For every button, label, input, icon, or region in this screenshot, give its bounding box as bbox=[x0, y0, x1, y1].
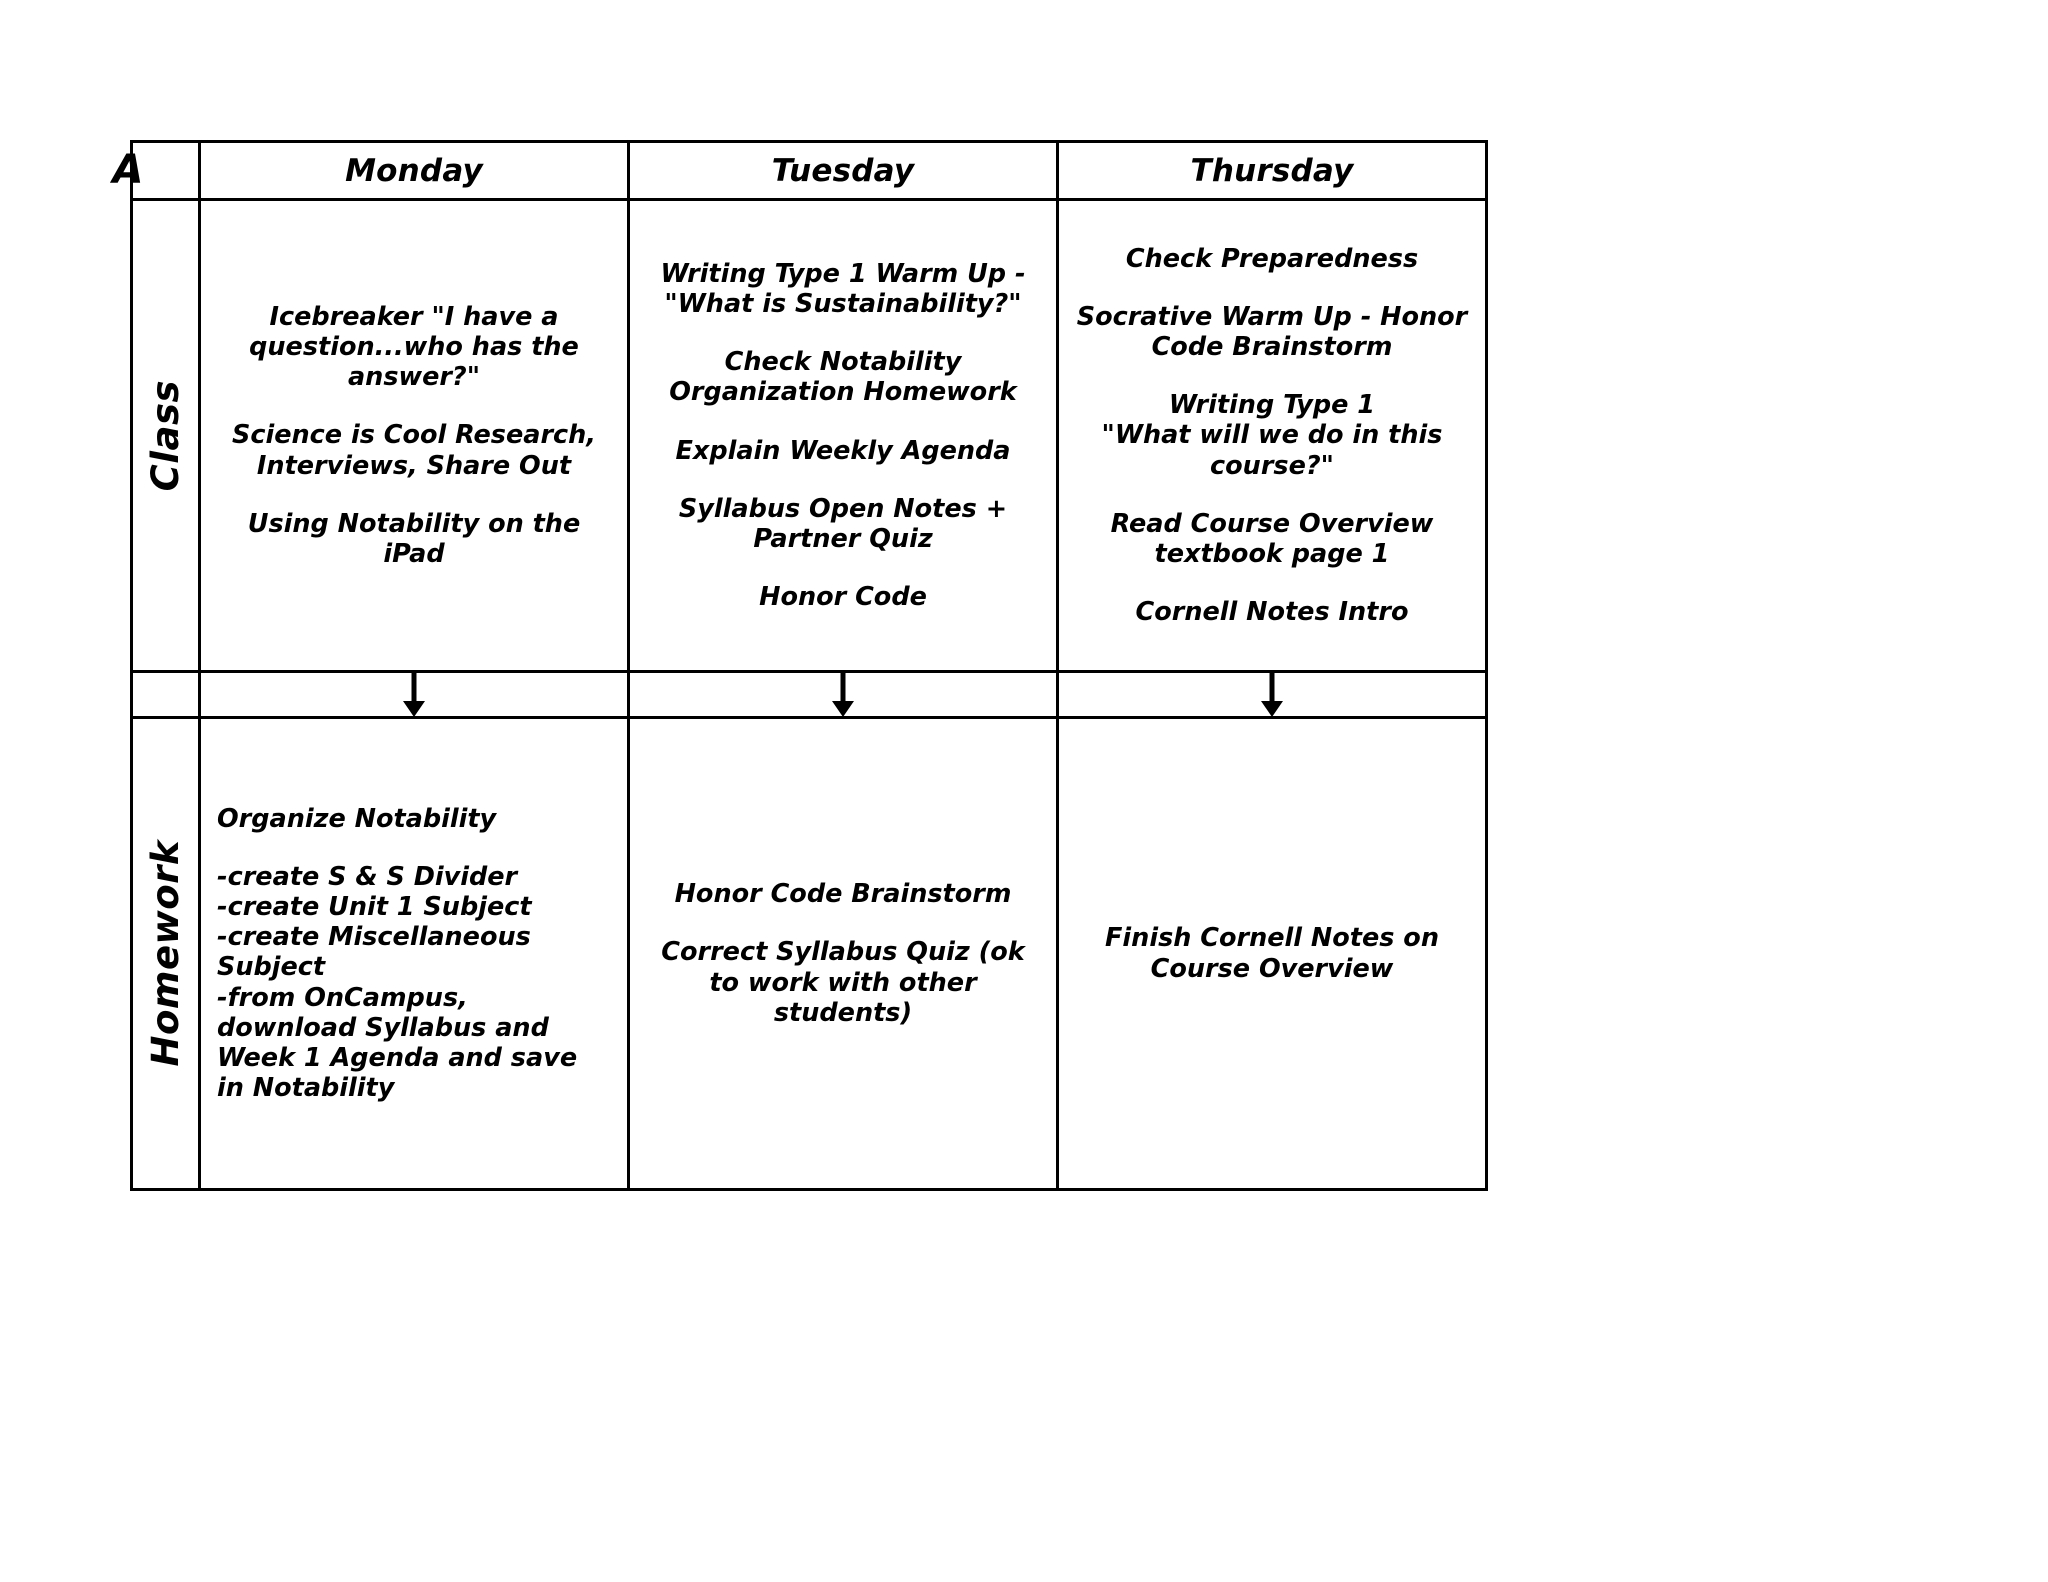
class-monday-block-2: Science is Cool Research, Interviews, Sh… bbox=[232, 420, 605, 481]
class-tuesday-block-3: Explain Weekly Agenda bbox=[675, 435, 1011, 466]
class-row: Class Icebreaker "I have a question...wh… bbox=[130, 198, 1488, 673]
row-label-class-text: Class bbox=[144, 379, 187, 492]
class-monday-block-3: Using Notability on the iPad bbox=[247, 508, 590, 569]
class-cell-monday: Icebreaker "I have a question...who has … bbox=[198, 198, 630, 673]
class-thursday-block-3: Writing Type 1 "What will we do in this … bbox=[1101, 390, 1443, 481]
homework-monday-list: -create S & S Divider -create Unit 1 Sub… bbox=[217, 862, 611, 1103]
row-label-class: Class bbox=[130, 198, 201, 673]
homework-cell-tuesday: Honor Code Brainstorm Correct Syllabus Q… bbox=[627, 716, 1059, 1191]
homework-monday-heading: Organize Notability bbox=[217, 804, 497, 835]
arrow-cell-monday bbox=[198, 670, 630, 719]
section-letter: A bbox=[112, 147, 144, 193]
class-tuesday-block-2: Check Notability Organization Homework bbox=[669, 347, 1017, 408]
down-arrow-icon bbox=[830, 672, 856, 717]
class-tuesday-block-1: Writing Type 1 Warm Up - "What is Sustai… bbox=[660, 259, 1035, 320]
day-header-monday: Monday bbox=[198, 140, 630, 201]
weekly-agenda: A Monday Tuesday Thursday Class Icebreak… bbox=[113, 140, 1488, 1191]
class-tuesday-block-5: Honor Code bbox=[759, 581, 927, 612]
class-thursday-block-4: Read Course Overview textbook page 1 bbox=[1110, 508, 1443, 569]
list-item: -create S & S Divider bbox=[217, 862, 518, 893]
row-label-homework: Homework bbox=[130, 716, 201, 1191]
day-header-thursday: Thursday bbox=[1056, 140, 1488, 201]
class-cell-tuesday: Writing Type 1 Warm Up - "What is Sustai… bbox=[627, 198, 1059, 673]
corner-blank-cell bbox=[130, 140, 201, 201]
homework-thursday-block-1: Finish Cornell Notes on Course Overview bbox=[1105, 923, 1448, 984]
list-item: -create Unit 1 Subject bbox=[217, 892, 532, 923]
arrow-row bbox=[130, 670, 1488, 719]
homework-row: Homework Organize Notability -create S &… bbox=[130, 716, 1488, 1191]
class-tuesday-block-4: Syllabus Open Notes + Partner Quiz bbox=[678, 493, 1016, 554]
class-thursday-block-2: Socrative Warm Up - Honor Code Brainstor… bbox=[1076, 302, 1477, 363]
down-arrow-icon bbox=[401, 672, 427, 717]
arrow-cell-tuesday bbox=[627, 670, 1059, 719]
class-thursday-block-5: Cornell Notes Intro bbox=[1135, 596, 1409, 627]
row-label-homework-text: Homework bbox=[144, 840, 187, 1067]
class-monday-block-1: Icebreaker "I have a question...who has … bbox=[249, 302, 588, 393]
header-row: Monday Tuesday Thursday bbox=[130, 140, 1488, 201]
list-item: -from OnCampus, download Syllabus and We… bbox=[217, 982, 587, 1103]
agenda-table: Monday Tuesday Thursday Class Icebreaker… bbox=[130, 140, 1488, 1191]
arrow-cell-thursday bbox=[1056, 670, 1488, 719]
down-arrow-icon bbox=[1259, 672, 1285, 717]
list-item: -create Miscellaneous Subject bbox=[217, 922, 540, 983]
day-header-tuesday: Tuesday bbox=[627, 140, 1059, 201]
homework-tuesday-block-2: Correct Syllabus Quiz (ok to work with o… bbox=[661, 937, 1034, 1028]
homework-cell-thursday: Finish Cornell Notes on Course Overview bbox=[1056, 716, 1488, 1191]
arrow-row-label-cell bbox=[130, 670, 201, 719]
homework-tuesday-block-1: Honor Code Brainstorm bbox=[674, 879, 1012, 910]
class-thursday-block-1: Check Preparedness bbox=[1125, 244, 1419, 275]
class-cell-thursday: Check Preparedness Socrative Warm Up - H… bbox=[1056, 198, 1488, 673]
homework-cell-monday: Organize Notability -create S & S Divide… bbox=[198, 716, 630, 1191]
